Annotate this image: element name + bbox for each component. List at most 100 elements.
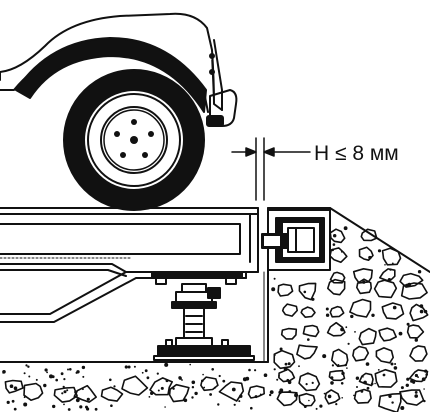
gravel-speck	[423, 309, 428, 314]
gravel-speck	[400, 386, 404, 390]
gravel-speck	[269, 390, 274, 394]
gravel-speck	[248, 368, 251, 372]
gravel-speck	[76, 370, 80, 374]
gravel-speck	[298, 365, 300, 368]
gravel-stone	[400, 282, 428, 300]
gravel-stone	[358, 246, 374, 262]
gravel-speck	[284, 362, 288, 366]
gravel-stone	[330, 348, 349, 368]
gravel-speck	[325, 307, 329, 311]
gravel-speck	[67, 368, 69, 371]
gravel-speck	[417, 270, 422, 274]
gravel-stone	[280, 327, 298, 340]
gravel-speck	[412, 380, 416, 384]
gravel-speck	[52, 404, 56, 409]
gravel-speck	[211, 368, 214, 371]
gravel-speck	[66, 389, 69, 392]
gravel-speck	[81, 365, 86, 370]
gravel-stone	[360, 228, 378, 242]
gravel-speck	[127, 365, 131, 369]
gravel-speck	[238, 400, 241, 403]
gravel-stone	[298, 372, 321, 392]
gravel-speck	[189, 363, 191, 366]
gravel-stone	[358, 327, 377, 346]
gravel-speck	[63, 403, 65, 406]
gravel-speck	[25, 364, 28, 367]
gravel-speck	[44, 368, 48, 372]
gravel-speck	[287, 380, 292, 385]
gravel-speck	[124, 365, 128, 369]
gravel-speck	[407, 282, 412, 287]
gravel-speck	[346, 367, 348, 369]
gravel-stone	[296, 344, 318, 360]
gravel-speck	[202, 373, 204, 376]
gravel-speck	[165, 379, 169, 383]
gravel-speck	[160, 386, 164, 390]
gravel-speck	[406, 322, 410, 326]
gravel-speck	[419, 304, 424, 308]
dimension-arrows-icon	[231, 137, 311, 201]
gravel-speck	[384, 264, 386, 266]
gravel-speck	[67, 408, 71, 411]
gravel-speck	[354, 331, 356, 333]
gravel-speck	[323, 392, 326, 395]
gravel-speck	[398, 331, 403, 336]
gravel-speck	[9, 384, 14, 389]
gravel-stone	[200, 376, 219, 392]
gravel-stone	[378, 268, 396, 282]
gravel-speck	[82, 375, 85, 378]
gravel-speck	[327, 394, 332, 399]
gravel-stone	[4, 379, 24, 394]
gravel-speck	[288, 390, 292, 393]
gravel-speck	[60, 372, 64, 376]
gravel-speck	[424, 369, 428, 373]
gravel-stone	[273, 349, 296, 370]
gravel-speck	[325, 313, 330, 317]
bolt-b	[209, 69, 215, 75]
gravel-stone	[100, 386, 124, 402]
gravel-speck	[74, 390, 78, 394]
gravel-speck	[172, 387, 175, 390]
gravel-speck	[150, 391, 154, 395]
gravel-speck	[423, 399, 426, 403]
gravel-speck	[194, 391, 198, 396]
gravel-stone	[121, 375, 149, 396]
mudflap-rod	[211, 59, 215, 105]
gravel-speck	[254, 369, 257, 372]
gravel-speck	[222, 379, 226, 383]
limit-stop-icon	[261, 209, 331, 271]
gravel-speck	[69, 368, 72, 371]
gravel-speck	[2, 372, 4, 374]
gravel-speck	[388, 394, 392, 398]
gap-dimension-label: H ≤ 8 мм	[314, 142, 399, 165]
gravel-speck	[110, 404, 113, 408]
gravel-speck	[86, 407, 90, 411]
gravel-stone	[298, 282, 317, 301]
gravel-speck	[203, 386, 206, 389]
gravel-stone	[298, 392, 316, 407]
gravel-speck	[299, 400, 301, 403]
gravel-speck	[394, 363, 397, 365]
gravel-stone	[276, 391, 298, 407]
gravel-speck	[28, 375, 31, 378]
gravel-speck	[308, 399, 310, 402]
gravel-stone	[378, 327, 398, 342]
gravel-speck	[330, 381, 334, 385]
gravel-stone	[373, 279, 398, 299]
gravel-stone	[349, 298, 372, 318]
gravel-speck	[164, 406, 166, 408]
bumper-pad	[206, 115, 224, 127]
gravel-speck	[23, 402, 28, 407]
gravel-stone	[328, 369, 346, 382]
gravel-stone	[302, 324, 320, 338]
gravel-speck	[164, 362, 169, 367]
gravel-speck	[279, 388, 284, 393]
gravel-stone	[358, 372, 374, 387]
gravel-speck	[414, 373, 418, 378]
gravel-speck	[377, 249, 382, 253]
weighbridge-platform	[0, 207, 259, 323]
gravel-speck	[311, 381, 314, 384]
gravel-speck	[263, 373, 268, 378]
gravel-speck	[303, 290, 307, 294]
